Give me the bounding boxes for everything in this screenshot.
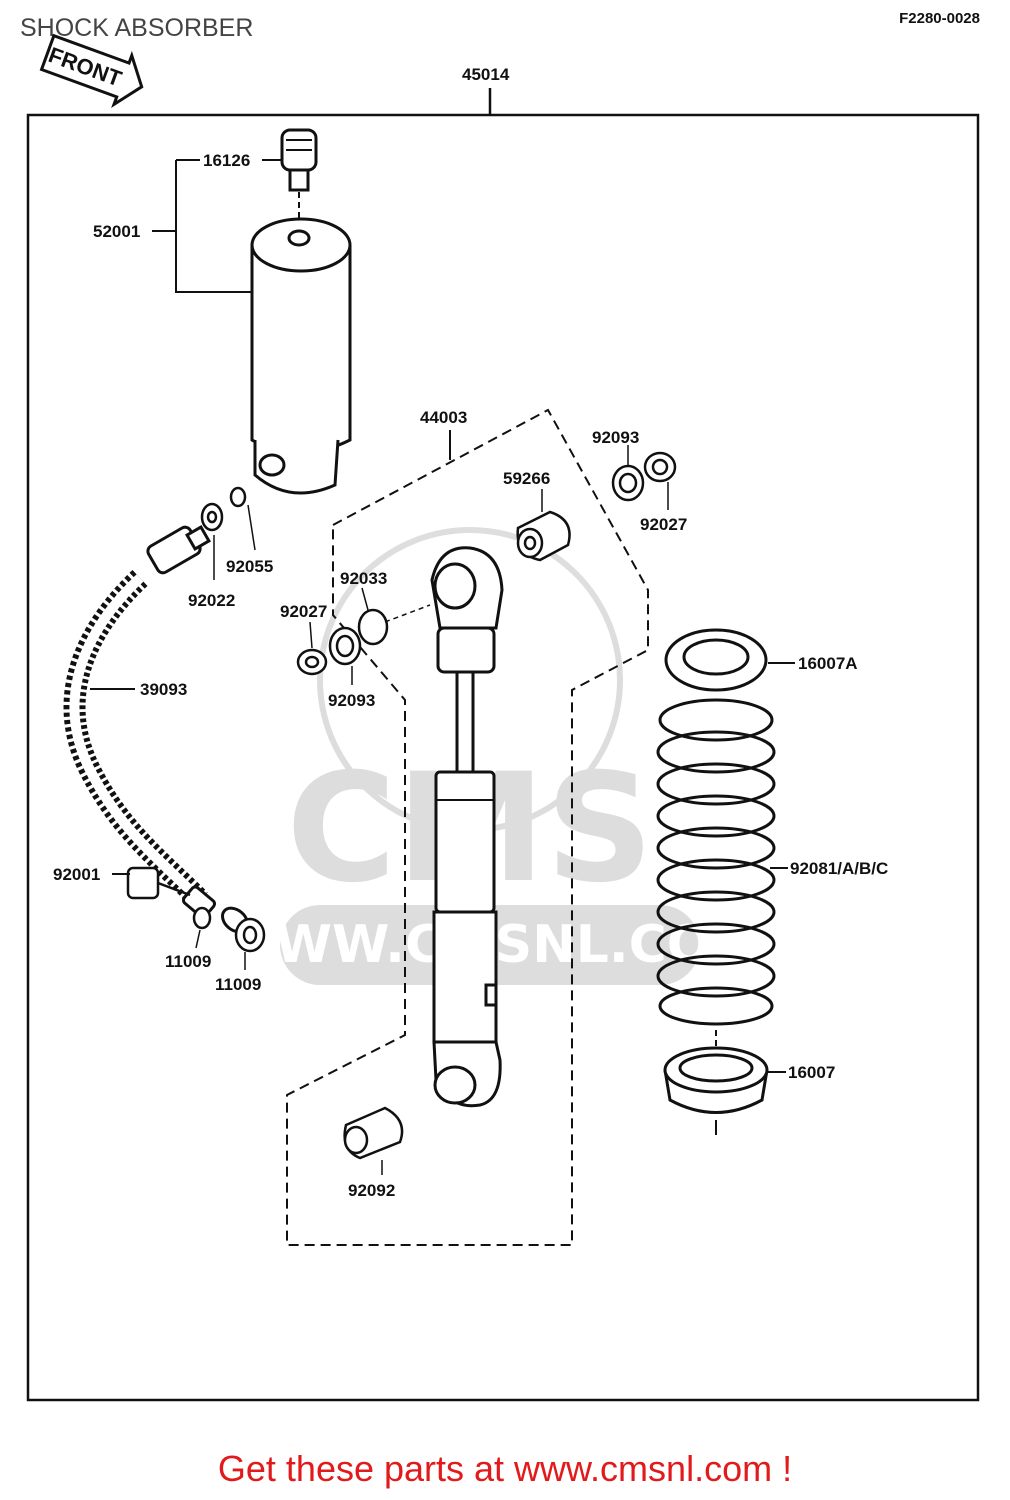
front-arrow: FRONT xyxy=(39,33,144,109)
bolt-92001 xyxy=(126,866,160,900)
hose-39093 xyxy=(63,525,250,934)
label-92093-left: 92093 xyxy=(328,691,375,710)
label-59266: 59266 xyxy=(503,469,550,488)
label-39093: 39093 xyxy=(140,680,187,699)
subassembly-44003-boundary xyxy=(286,408,649,1246)
label-45014: 45014 xyxy=(462,65,510,84)
shock-body-44003 xyxy=(430,546,504,1108)
label-92027-left: 92027 xyxy=(280,602,327,621)
label-16126: 16126 xyxy=(203,151,250,170)
oring-92033 xyxy=(357,608,389,646)
label-44003: 44003 xyxy=(420,408,467,427)
label-52001: 52001 xyxy=(93,222,140,241)
label-11009-a: 11009 xyxy=(165,952,211,971)
washer-92055 xyxy=(229,486,247,508)
label-11009-b: 11009 xyxy=(215,975,261,994)
label-92001: 92001 xyxy=(53,865,100,884)
assembly-frame xyxy=(26,88,980,1402)
figure-code: F2280-0028 xyxy=(899,10,980,27)
label-16007A: 16007A xyxy=(798,654,858,673)
label-92092: 92092 xyxy=(348,1181,395,1200)
label-16007: 16007 xyxy=(788,1063,835,1082)
gasket-11009-a xyxy=(192,906,212,930)
label-92055: 92055 xyxy=(226,557,273,576)
spring-seat-16007A xyxy=(664,628,768,692)
footer-cta-link[interactable]: Get these parts at www.cmsnl.com ! xyxy=(217,1448,793,1489)
adjuster-nut-16007 xyxy=(663,1030,769,1135)
label-92081: 92081/A/B/C xyxy=(790,859,888,878)
label-92093-right: 92093 xyxy=(592,428,639,447)
spring-92081 xyxy=(656,698,776,1026)
label-92022: 92022 xyxy=(188,591,235,610)
label-92027-right: 92027 xyxy=(640,515,687,534)
reservoir-52001 xyxy=(250,128,352,495)
label-92033: 92033 xyxy=(340,569,387,588)
